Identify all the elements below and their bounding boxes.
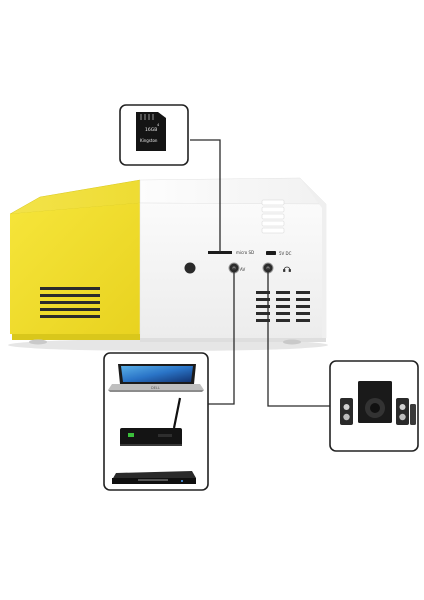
microsd-slot — [208, 251, 232, 254]
laptop-brand: DELL — [151, 386, 160, 390]
tv-box-icon — [120, 397, 182, 446]
focus-button — [184, 262, 196, 274]
projector — [8, 177, 328, 351]
dvd-player-icon — [112, 471, 196, 484]
sd-card-box: 16GB 4 Kingston — [119, 104, 189, 166]
headphone-icon — [283, 266, 291, 272]
yellow-vent-grille — [40, 287, 100, 318]
speakers-box — [329, 360, 419, 452]
audio-cable — [267, 268, 330, 407]
usb-port-label: 5V DC — [279, 251, 292, 256]
laptop-icon — [108, 364, 204, 392]
av-port-label: AV — [240, 267, 245, 272]
connection-cables — [190, 139, 330, 407]
sd-cable — [190, 139, 221, 252]
sd-card-brand: Kingston — [140, 138, 158, 143]
source-devices-box: DELL — [103, 352, 209, 491]
microsd-port-label: micro SD — [236, 250, 254, 255]
speaker-set-icon — [340, 381, 416, 425]
sd-card-class: 4 — [157, 123, 160, 127]
white-vent-grille — [256, 291, 310, 322]
sd-card-icon — [136, 112, 166, 151]
sd-card-capacity: 16GB — [145, 127, 157, 133]
av-cable — [208, 268, 235, 405]
top-vent-slats — [261, 199, 285, 234]
usb-port — [266, 251, 276, 255]
